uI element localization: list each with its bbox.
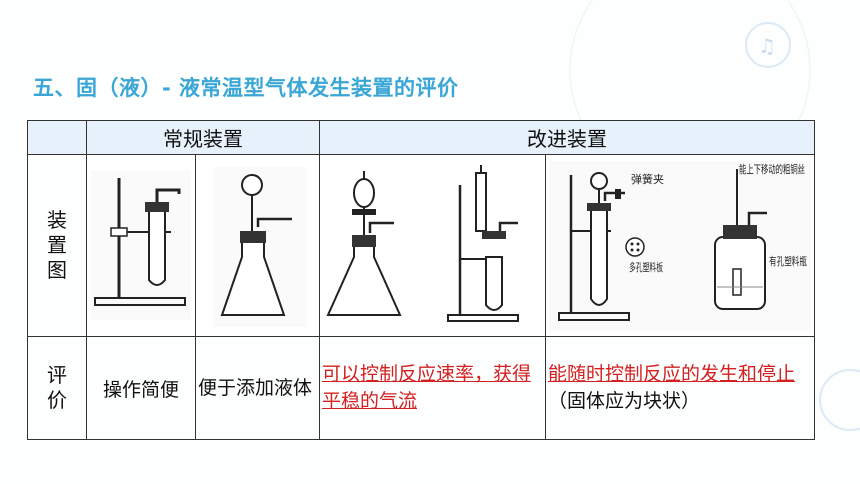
apparatus-test-tube [86,154,196,337]
label-movable-wire: 能上下移动的粗铜丝 [739,162,805,176]
apparatus-start-stop-control: 弹簧夹 多孔塑料板 能上下移动的粗铜丝 有孔塑料瓶 [545,154,815,337]
row-label-evaluation: 评价 [27,336,87,440]
eval-improved-2-text: 能随时控制反应的发生和停止 [548,363,796,385]
header-regular: 常规装置 [86,120,320,155]
eval-improved-2-note: （固体应为块状） [548,390,701,412]
rate-control-drawing [326,165,519,322]
eval-improved-2: 能随时控制反应的发生和停止 （固体应为块状） [545,336,815,440]
eval-regular-1: 操作简便 [86,336,196,440]
page-title: 五、固（液）- 液常温型气体发生装置的评价 [33,76,459,100]
apparatus-long-neck-funnel [195,154,320,337]
evaluation-table: 常规装置 改进装置 装置图 [27,120,815,440]
eval-improved-1: 可以控制反应速率，获得平稳的气流 [319,336,546,440]
test-tube-stand-drawing [91,170,191,320]
eval-improved-1-text: 可以控制反应速率，获得平稳的气流 [322,363,532,412]
label-perforated-bottle: 有孔塑料瓶 [769,254,807,268]
label-spring-clip: 弹簧夹 [631,172,664,186]
long-neck-funnel-drawing [214,167,306,327]
eval-regular-2: 便于添加液体 [195,336,320,440]
header-corner [27,120,87,155]
label-porous-plate: 多孔塑料板 [629,260,663,274]
apparatus-rate-control [319,154,546,337]
start-stop-drawing: 弹簧夹 多孔塑料板 能上下移动的粗铜丝 有孔塑料瓶 [549,161,811,331]
header-improved: 改进装置 [319,120,815,155]
music-note-icon: ♫ [758,34,776,58]
row-label-apparatus: 装置图 [27,154,87,337]
